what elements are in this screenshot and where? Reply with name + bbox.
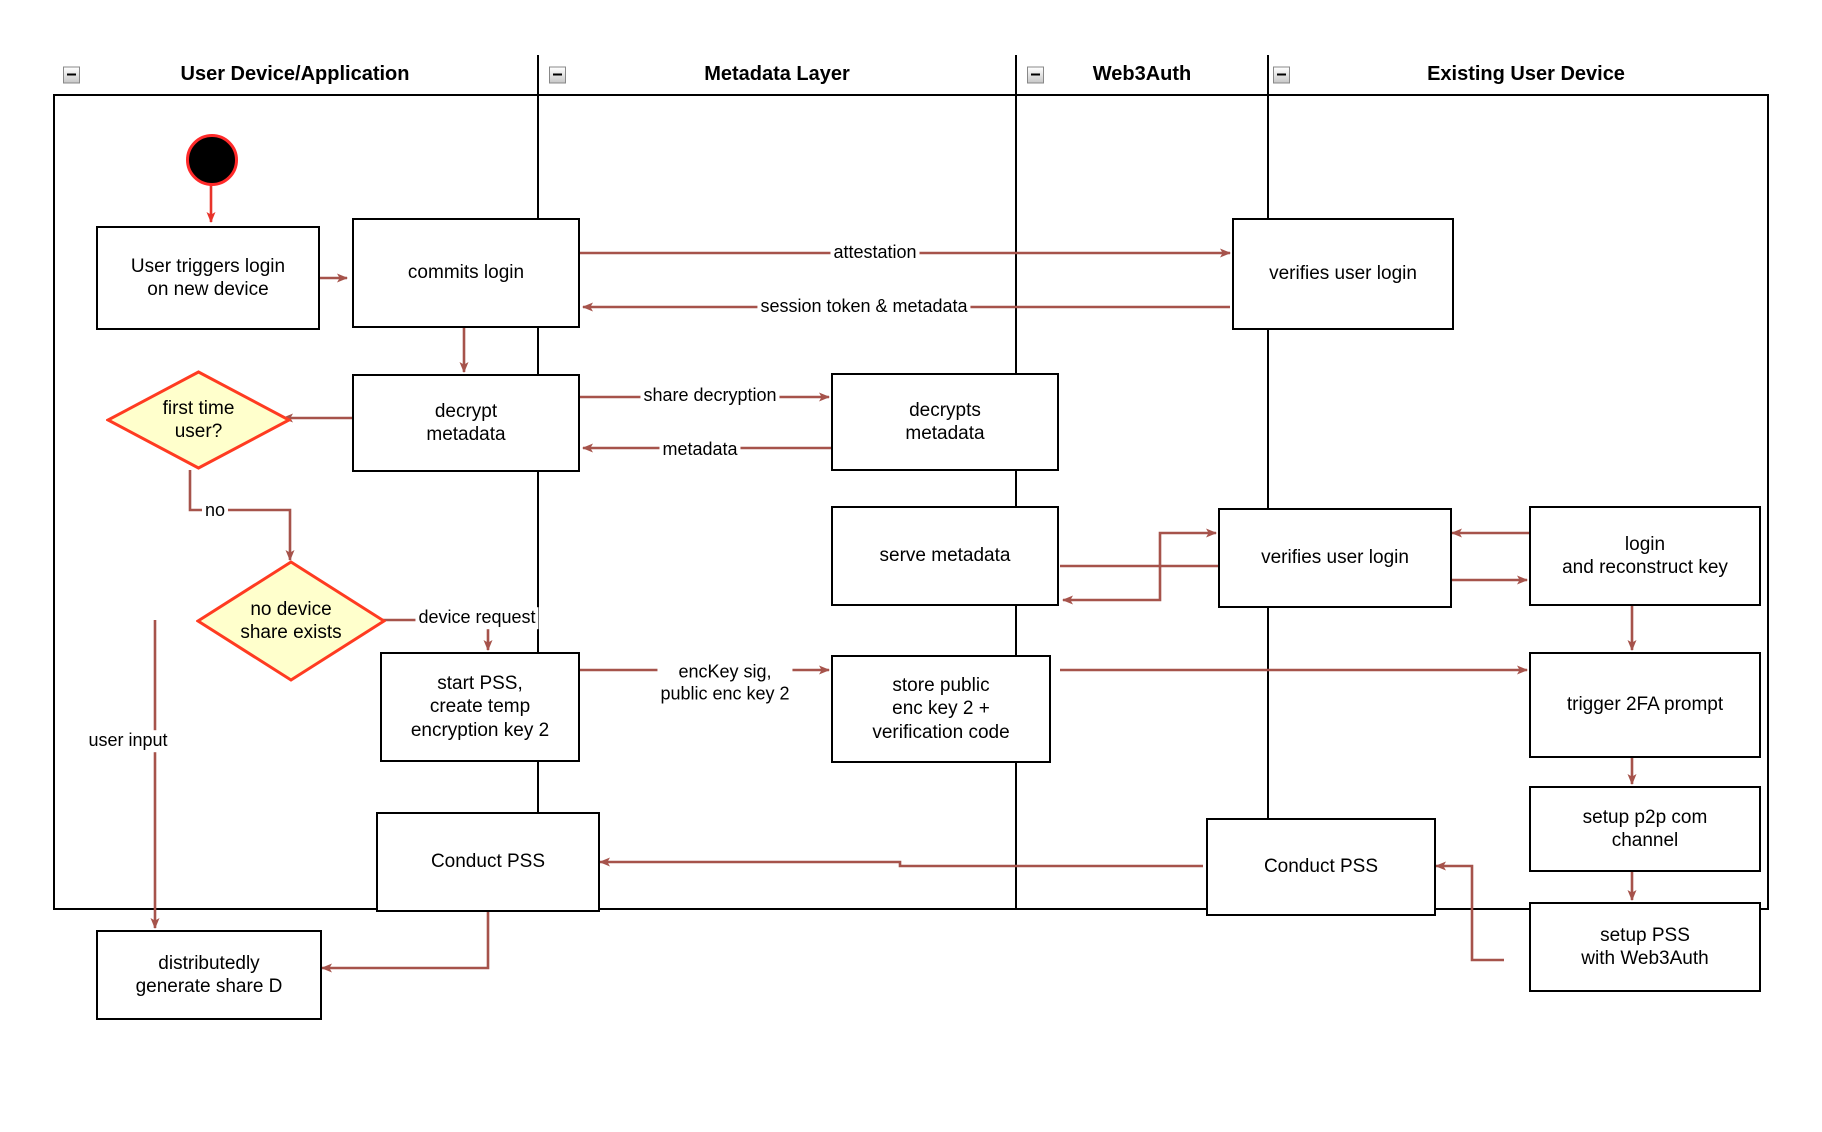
node-setup-pss-with-web3auth[interactable]: setup PSS with Web3Auth xyxy=(1529,902,1761,992)
collapse-minus-icon[interactable] xyxy=(1273,66,1290,83)
node-verifies-user-login-mid[interactable]: verifies user login xyxy=(1218,508,1452,608)
edge-label-session-token-metadata: session token & metadata xyxy=(757,296,971,318)
node-conduct-pss-web3auth[interactable]: Conduct PSS xyxy=(1206,818,1436,916)
node-decrypt-metadata[interactable]: decrypt metadata xyxy=(352,374,580,472)
node-distributedly-generate-share-d[interactable]: distributedly generate share D xyxy=(96,930,322,1020)
start-node xyxy=(186,134,238,186)
lane-header-metadata[interactable]: Metadata Layer xyxy=(539,55,1017,96)
node-commits-login[interactable]: commits login xyxy=(352,218,580,328)
node-start-pss[interactable]: start PSS, create temp encryption key 2 xyxy=(380,652,580,762)
node-conduct-pss-user[interactable]: Conduct PSS xyxy=(376,812,600,912)
edge-label-user-input: user input xyxy=(85,730,171,752)
node-user-triggers-login[interactable]: User triggers login on new device xyxy=(96,226,320,330)
lane-header-existing-device[interactable]: Existing User Device xyxy=(1269,55,1769,96)
lane-header-user-device[interactable]: User Device/Application xyxy=(53,55,539,96)
lane-title-web3auth: Web3Auth xyxy=(1092,63,1192,85)
node-trigger-2fa-prompt[interactable]: trigger 2FA prompt xyxy=(1529,652,1761,758)
node-serve-metadata[interactable]: serve metadata xyxy=(831,506,1059,606)
lane-title-existing-device: Existing User Device xyxy=(1427,63,1625,85)
collapse-minus-icon[interactable] xyxy=(63,66,80,83)
node-verifies-user-login-top[interactable]: verifies user login xyxy=(1232,218,1454,330)
node-setup-p2p-com-channel[interactable]: setup p2p com channel xyxy=(1529,786,1761,872)
node-decrypts-metadata[interactable]: decrypts metadata xyxy=(831,373,1059,471)
lane-body-web3auth xyxy=(1017,96,1269,910)
node-store-public-enc-key-2[interactable]: store public enc key 2 + verification co… xyxy=(831,655,1051,763)
edge-label-metadata: metadata xyxy=(659,439,741,461)
node-login-and-reconstruct-key[interactable]: login and reconstruct key xyxy=(1529,506,1761,606)
edge-label-share-decryption: share decryption xyxy=(640,385,780,407)
edge-label-no: no xyxy=(201,500,229,522)
collapse-minus-icon[interactable] xyxy=(1027,66,1044,83)
edge-label-device-request: device request xyxy=(415,607,539,629)
lane-header-web3auth[interactable]: Web3Auth xyxy=(1017,55,1269,96)
lane-body-metadata xyxy=(539,96,1017,910)
edge-label-attestation: attestation xyxy=(830,242,920,264)
node-no-device-share-exists[interactable]: no device share exists xyxy=(196,560,386,682)
lane-body-user-device xyxy=(53,96,539,910)
edge-label-enckey-sig: encKey sig, public enc key 2 xyxy=(657,661,793,705)
collapse-minus-icon[interactable] xyxy=(549,66,566,83)
lane-title-user-device: User Device/Application xyxy=(180,63,410,85)
lane-title-metadata: Metadata Layer xyxy=(704,63,850,85)
node-first-time-user[interactable]: first time user? xyxy=(106,370,291,470)
